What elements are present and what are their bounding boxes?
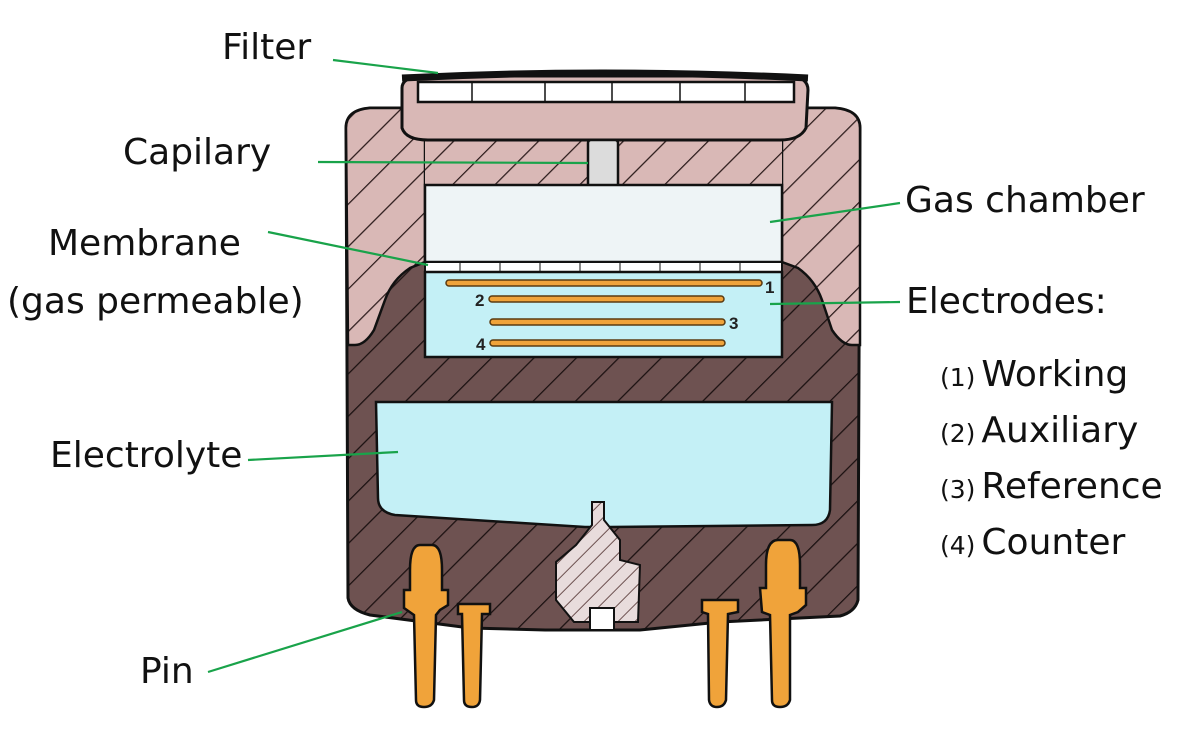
leader-electrolyte xyxy=(247,450,399,462)
pin-left-short xyxy=(456,602,492,709)
svg-text:1: 1 xyxy=(765,278,774,297)
membrane xyxy=(424,261,783,273)
legend-name: Working xyxy=(981,354,1129,395)
leader-gas-chamber xyxy=(769,201,901,224)
body-upper-left xyxy=(344,106,427,347)
electrode-legend-working: (1)Working xyxy=(940,357,1128,393)
legend-number: (2) xyxy=(940,419,976,448)
electrode-legend-counter: (4)Counter xyxy=(940,525,1125,561)
filter-cap xyxy=(400,69,810,142)
leader-pin xyxy=(207,610,403,674)
legend-number: (3) xyxy=(940,475,976,504)
wick-plug xyxy=(555,501,642,623)
label-membrane-line1: Membrane xyxy=(48,223,241,264)
pin-left-tall xyxy=(402,543,450,709)
body-upper-right xyxy=(780,106,862,347)
pin-right-tall xyxy=(758,538,808,709)
svg-text:4: 4 xyxy=(476,335,486,354)
leader-electrodes xyxy=(769,300,901,306)
svg-text:2: 2 xyxy=(475,291,484,310)
electrode-auxiliary: 2 xyxy=(475,291,725,310)
leader-capillary xyxy=(317,160,589,165)
electrode-legend-reference: (3)Reference xyxy=(940,469,1163,505)
legend-name: Reference xyxy=(981,466,1163,507)
gas-chamber xyxy=(423,183,784,264)
label-gas-chamber: Gas chamber xyxy=(905,180,1145,221)
label-electrolyte: Electrolyte xyxy=(50,435,243,476)
legend-name: Counter xyxy=(981,522,1126,563)
electrode-reference: 3 xyxy=(489,314,738,333)
label-filter: Filter xyxy=(222,27,312,68)
leader-membrane xyxy=(267,230,429,267)
legend-number: (4) xyxy=(940,531,976,560)
legend-name: Auxiliary xyxy=(981,410,1139,451)
electrode-counter: 4 xyxy=(476,335,726,354)
leader-filter xyxy=(332,58,439,75)
svg-text:3: 3 xyxy=(729,314,738,333)
legend-number: (1) xyxy=(940,363,976,392)
leader-lines xyxy=(207,58,901,674)
label-pin: Pin xyxy=(140,651,194,692)
electrode-legend-auxiliary: (2)Auxiliary xyxy=(940,413,1138,449)
label-capillary: Capilary xyxy=(123,132,272,173)
label-electrodes: Electrodes: xyxy=(906,281,1107,322)
pin-right-short xyxy=(700,598,740,709)
label-membrane-line2: (gas permeable) xyxy=(7,281,304,322)
electrode-working: 1 xyxy=(445,278,774,297)
